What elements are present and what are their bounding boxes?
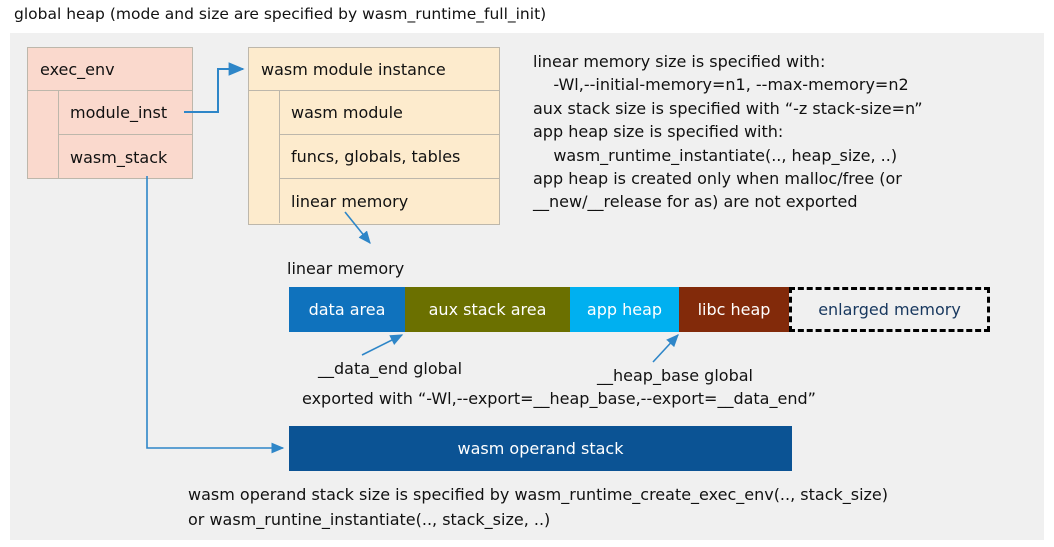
- module-instance-rows: wasm module funcs, globals, tables linea…: [280, 91, 499, 223]
- exec-env-rows: module_inst wasm_stack: [59, 91, 192, 179]
- module-instance-box: wasm module instance wasm module funcs, …: [248, 47, 500, 225]
- wasm-operand-stack-bar: wasm operand stack: [289, 426, 792, 471]
- module-instance-header: wasm module instance: [249, 48, 499, 91]
- exec-env-gutter: [28, 91, 59, 179]
- annotation-data-end: __data_end global: [318, 359, 463, 378]
- annotation-heap-base: __heap_base global: [597, 366, 753, 385]
- exec-env-header: exec_env: [28, 48, 192, 91]
- memory-segment-data-area: data area: [289, 287, 405, 332]
- module-instance-body: wasm module funcs, globals, tables linea…: [249, 91, 499, 223]
- memory-segment-enlarged-memory: enlarged memory: [789, 287, 990, 332]
- operand-stack-notes: wasm operand stack size is specified by …: [188, 485, 889, 529]
- diagram-title: global heap (mode and size are specified…: [14, 5, 547, 23]
- module-instance-row-linear-memory: linear memory: [291, 191, 409, 211]
- exec-env-box: exec_env module_inst wasm_stack: [27, 47, 193, 179]
- exec-env-row-wasm-stack: wasm_stack: [70, 147, 168, 167]
- module-instance-row-wasm-module: wasm module: [280, 91, 499, 135]
- exec-env-row-module-inst: module_inst: [59, 91, 192, 135]
- exec-env-body: module_inst wasm_stack: [28, 91, 192, 179]
- module-instance-gutter: [249, 91, 280, 223]
- memory-segment-aux-stack-area: aux stack area: [405, 287, 570, 332]
- linear-memory-label: linear memory: [287, 259, 405, 278]
- memory-config-notes: linear memory size is specified with: -W…: [533, 52, 923, 212]
- memory-segment-app-heap: app heap: [570, 287, 679, 332]
- module-instance-row-funcs-globals-tables: funcs, globals, tables: [280, 135, 499, 179]
- memory-segment-libc-heap: libc heap: [679, 287, 789, 332]
- annotation-exported-with: exported with “-Wl,--export=__heap_base,…: [302, 389, 816, 408]
